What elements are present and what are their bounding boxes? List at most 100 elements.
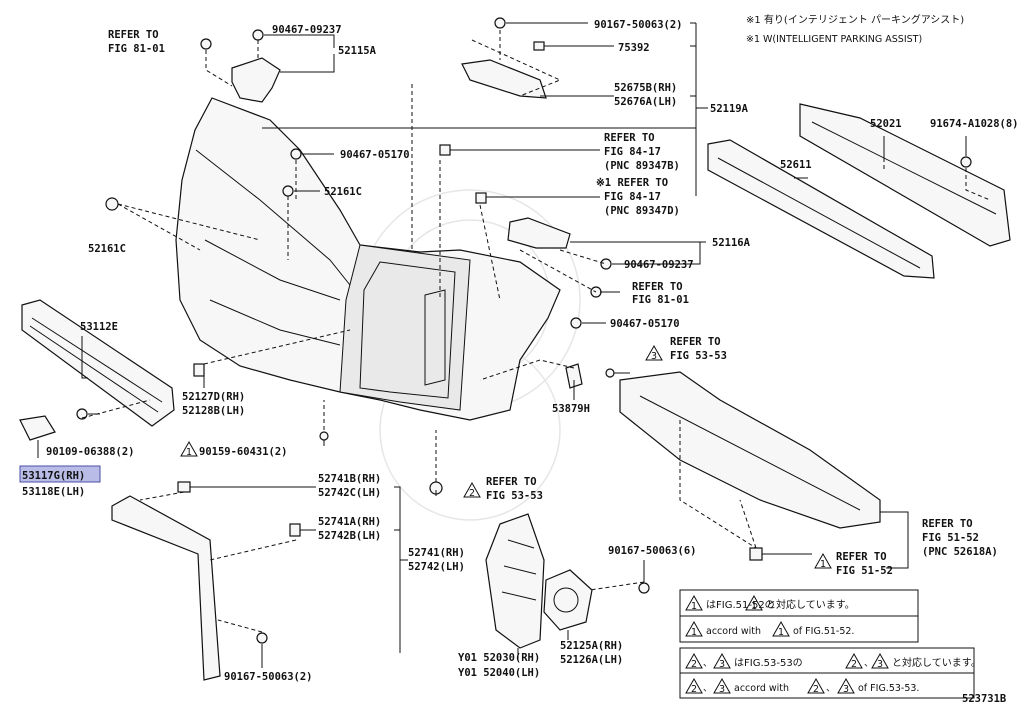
ref-fig81-01-a-line2[interactable]: FIG 81-01 xyxy=(108,43,165,55)
bracket-52115a-drawing[interactable] xyxy=(231,57,281,103)
label-52115a[interactable]: 52115A xyxy=(338,45,377,57)
bracket-53879h-drawing[interactable] xyxy=(565,363,583,389)
legend-2-en-a: accord with xyxy=(734,683,789,694)
tri-2-b: 2 xyxy=(691,659,697,670)
fog-housing-opening-drawing xyxy=(339,244,471,411)
label-52030-rh[interactable]: Y01 52030(RH) xyxy=(458,652,540,664)
tri-1-e: 1 xyxy=(691,627,697,638)
ref-fig53-53-b-line2[interactable]: FIG 53-53 xyxy=(486,490,543,502)
absorber-52611-drawing[interactable] xyxy=(707,139,935,279)
legend-1-jp-a: はFIG.51-52の xyxy=(706,599,775,611)
ref-fig81-01-a-line1[interactable]: REFER TO xyxy=(108,29,159,41)
label-90467-05170-b[interactable]: 90467-05170 xyxy=(610,318,680,330)
ref-fig84-17-a-line3[interactable]: (PNC 89347B) xyxy=(604,160,680,172)
note-en: ※1 W(INTELLIGENT PARKING ASSIST) xyxy=(746,34,922,45)
label-52742b-lh[interactable]: 52742B(LH) xyxy=(318,530,381,542)
legend-2-jp-a: はFIG.53-53の xyxy=(734,657,803,669)
bracket-53117g-drawing[interactable] xyxy=(19,415,56,441)
ref-fig53-53-a-line1[interactable]: REFER TO xyxy=(670,336,721,348)
moulding-52741-drawing[interactable] xyxy=(111,495,221,681)
ref-fig84-17-a-line1[interactable]: REFER TO xyxy=(604,132,655,144)
label-90167-50063-6[interactable]: 90167-50063(6) xyxy=(608,545,697,557)
ref-fig53-53-a-line2[interactable]: FIG 53-53 xyxy=(670,350,727,362)
label-53879h[interactable]: 53879H xyxy=(552,403,590,415)
label-52742-lh[interactable]: 52742(LH) xyxy=(408,561,465,573)
label-52675b-rh[interactable]: 52675B(RH) xyxy=(614,82,677,94)
ref-fig51-52-a-line3[interactable]: (PNC 52618A) xyxy=(922,546,998,558)
label-52741-rh[interactable]: 52741(RH) xyxy=(408,547,465,559)
label-52161c-b[interactable]: 52161C xyxy=(88,243,126,255)
label-90167-50063-2-bottom[interactable]: 90167-50063(2) xyxy=(224,671,313,683)
label-53117g-rh[interactable]: 53117G(RH) xyxy=(22,470,85,482)
legend-2-comma-c: 、 xyxy=(703,683,713,694)
bracket-52675b-drawing[interactable] xyxy=(461,59,547,99)
legend-2-comma-b: 、 xyxy=(864,658,874,669)
label-52021[interactable]: 52021 xyxy=(870,118,902,130)
ref-fig51-52-a-line1[interactable]: REFER TO xyxy=(922,518,973,530)
label-90467-09237-mid[interactable]: 90467-09237 xyxy=(624,259,694,271)
selected-part-highlight xyxy=(19,465,101,483)
label-52676a-lh[interactable]: 52676A(LH) xyxy=(614,96,677,108)
label-52741b-rh[interactable]: 52741B(RH) xyxy=(318,473,381,485)
tri-1-d: 1 xyxy=(751,601,757,612)
ref-fig51-52-b-line2[interactable]: FIG 51-52 xyxy=(836,565,893,577)
label-53118e-lh[interactable]: 53118E(LH) xyxy=(22,486,85,498)
label-52126a-lh[interactable]: 52126A(LH) xyxy=(560,654,623,666)
note-jp: ※1 有り(インテリジェント パーキングアシスト) xyxy=(746,13,964,26)
bracket-52116a-drawing[interactable] xyxy=(507,217,571,249)
fog-cover-drawing[interactable] xyxy=(485,513,545,649)
legend-2-jp-b: と対応しています。 xyxy=(892,656,981,669)
warning-triangle-icons xyxy=(180,344,889,694)
ref-fig81-01-b-line2[interactable]: FIG 81-01 xyxy=(632,294,689,306)
grille-53112e-drawing[interactable] xyxy=(21,299,175,427)
legend-1-en-a: accord with xyxy=(706,626,761,637)
label-52119a[interactable]: 52119A xyxy=(710,103,749,115)
label-52127d-rh[interactable]: 52127D(RH) xyxy=(182,391,245,403)
label-90109-06388-2[interactable]: 90109-06388(2) xyxy=(46,446,135,458)
bezel-52125a-drawing[interactable] xyxy=(543,569,593,631)
tri-3-c: 3 xyxy=(877,659,883,670)
label-52742c-lh[interactable]: 52742C(LH) xyxy=(318,487,381,499)
ref-fig84-17-b-line3[interactable]: (PNC 89347D) xyxy=(604,205,680,217)
lower-undercover-drawing[interactable] xyxy=(619,371,881,529)
label-90159-60431-2[interactable]: 90159-60431(2) xyxy=(199,446,288,458)
label-90167-50063-2-top[interactable]: 90167-50063(2) xyxy=(594,19,683,31)
label-52741a-rh[interactable]: 52741A(RH) xyxy=(318,516,381,528)
label-53112e[interactable]: 53112E xyxy=(80,321,118,333)
tri-3-b: 3 xyxy=(719,659,725,670)
label-52161c-a[interactable]: 52161C xyxy=(324,186,362,198)
tri-2-c: 2 xyxy=(851,659,857,670)
label-52125a-rh[interactable]: 52125A(RH) xyxy=(560,640,623,652)
tri-3-a: 3 xyxy=(651,351,657,362)
legend-1-jp-b: と対応しています。 xyxy=(766,598,855,611)
ref-fig51-52-b-line1[interactable]: REFER TO xyxy=(836,551,887,563)
label-75392[interactable]: 75392 xyxy=(618,42,650,54)
legend-2-comma-d: 、 xyxy=(826,683,836,694)
tri-2-d: 2 xyxy=(691,684,697,695)
label-91674-a1028-8[interactable]: 91674-A1028(8) xyxy=(930,118,1019,130)
tri-1-a: 1 xyxy=(186,447,192,458)
triangle-numbers: 1 2 3 1 1 1 1 1 2 3 2 3 2 3 2 3 xyxy=(186,351,883,695)
label-90467-09237-top[interactable]: 90467-09237 xyxy=(272,24,342,36)
fastener-icons xyxy=(76,17,972,644)
tri-1-b: 1 xyxy=(820,559,826,570)
label-52116a[interactable]: 52116A xyxy=(712,237,751,249)
part-labels: REFER TO FIG 81-01 90467-09237 52115A 90… xyxy=(22,19,1019,705)
tri-3-d: 3 xyxy=(719,684,725,695)
tri-1-c: 1 xyxy=(691,601,697,612)
diagram-number: 523731B xyxy=(962,693,1006,705)
tri-1-f: 1 xyxy=(778,627,784,638)
label-52040-lh[interactable]: Y01 52040(LH) xyxy=(458,667,540,679)
ref-fig81-01-b-line1[interactable]: REFER TO xyxy=(632,281,683,293)
legend-2-en-b: of FIG.53-53. xyxy=(858,683,919,694)
ref-fig84-17-b-line1[interactable]: ※1 REFER TO xyxy=(596,177,668,189)
label-90467-05170-a[interactable]: 90467-05170 xyxy=(340,149,410,161)
ref-fig84-17-a-line2[interactable]: FIG 84-17 xyxy=(604,146,661,158)
ref-fig84-17-b-line2[interactable]: FIG 84-17 xyxy=(604,191,661,203)
ref-fig53-53-b-line1[interactable]: REFER TO xyxy=(486,476,537,488)
label-52611[interactable]: 52611 xyxy=(780,159,812,171)
reinforcement-52021-drawing[interactable] xyxy=(799,103,1011,247)
ref-fig51-52-a-line2[interactable]: FIG 51-52 xyxy=(922,532,979,544)
label-52128b-lh[interactable]: 52128B(LH) xyxy=(182,405,245,417)
